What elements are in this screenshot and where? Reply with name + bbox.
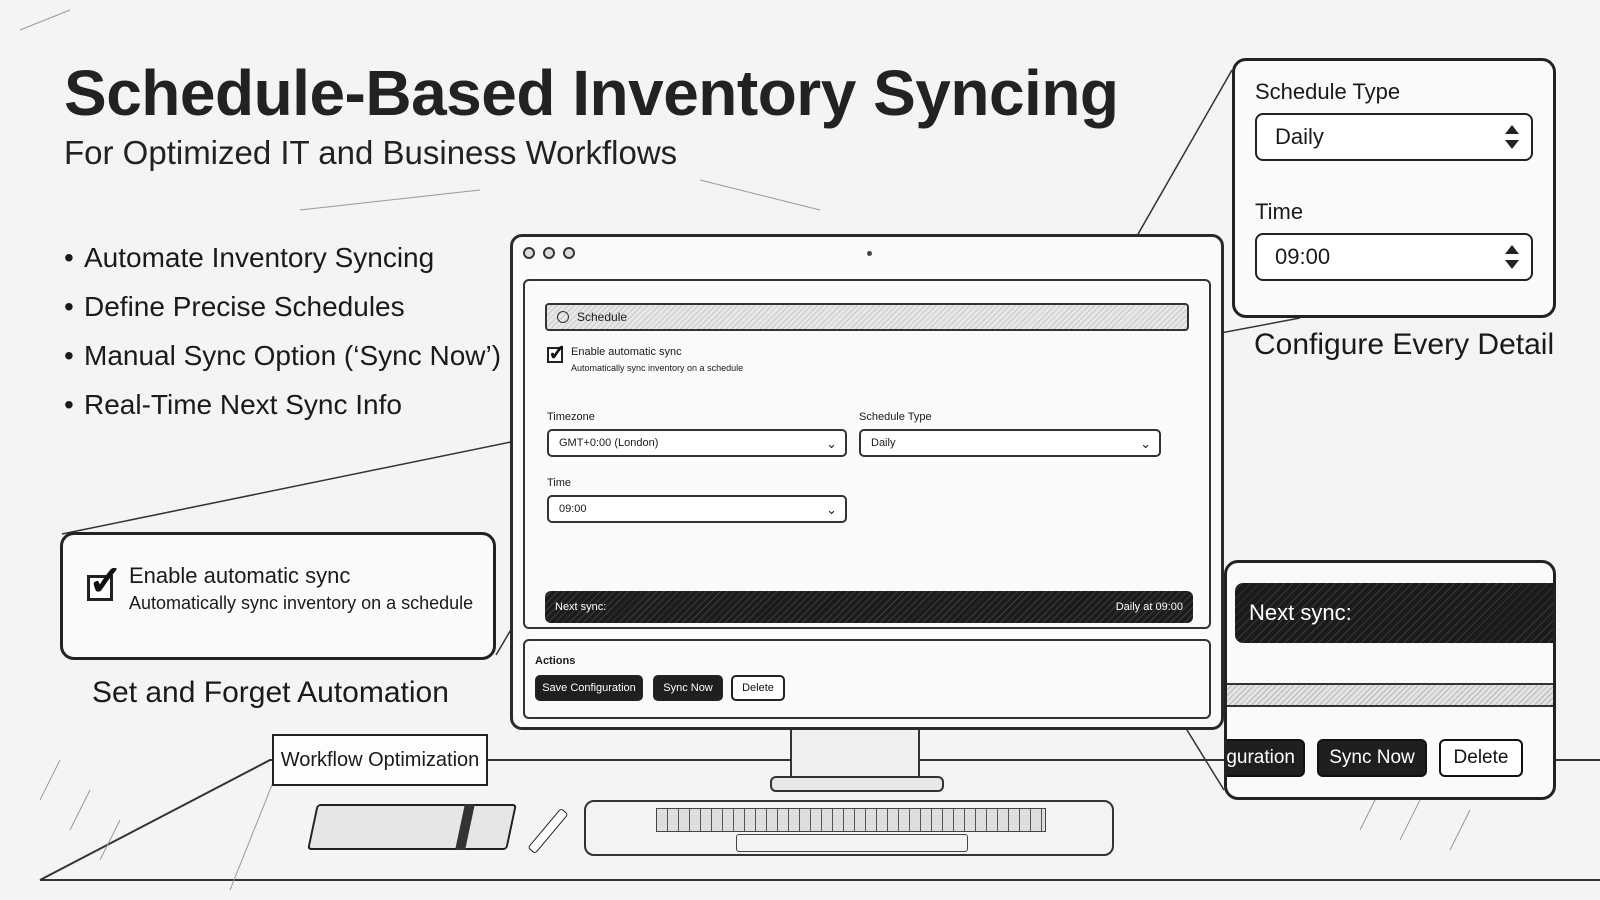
auto-sync-zoom-label: Enable automatic sync: [129, 563, 351, 588]
up-down-arrows-icon: [1505, 123, 1519, 151]
zoom-save-configuration-button[interactable]: guration: [1227, 739, 1305, 777]
window-maximize-dot[interactable]: [563, 247, 575, 259]
keyboard-keys: [656, 808, 1046, 832]
chevron-down-icon: ⌄: [826, 502, 837, 517]
zoom-time-select[interactable]: 09:00: [1255, 233, 1533, 281]
time-value: 09:00: [559, 503, 587, 515]
zoom-schedule-type-select[interactable]: Daily: [1255, 113, 1533, 161]
monitor-screen: Schedule Enable automatic sync Automatic…: [510, 234, 1224, 730]
timezone-label: Timezone: [547, 411, 595, 423]
auto-sync-checkbox[interactable]: [547, 340, 566, 366]
auto-sync-callout: Enable automatic sync Automatically sync…: [60, 532, 496, 660]
feature-item: Automate Inventory Syncing: [64, 240, 501, 289]
page-title: Schedule-Based Inventory Syncing: [64, 57, 1119, 129]
feature-item: Define Precise Schedules: [64, 289, 501, 338]
sync-now-button[interactable]: Sync Now: [653, 675, 723, 701]
schedule-panel: Schedule Enable automatic sync Automatic…: [523, 279, 1211, 629]
nameplate: Workflow Optimization: [272, 734, 488, 786]
chevron-down-icon: ⌄: [826, 436, 837, 451]
actions-zoom: Next sync: guration Sync Now Delete: [1224, 560, 1556, 800]
auto-sync-description: Automatically sync inventory on a schedu…: [571, 363, 744, 373]
set-and-forget-caption: Set and Forget Automation: [92, 676, 449, 709]
feature-item: Real-Time Next Sync Info: [64, 387, 501, 436]
trackpad: [736, 834, 968, 852]
actions-title: Actions: [535, 655, 576, 667]
keyboard: [584, 800, 1114, 856]
zoom-delete-button[interactable]: Delete: [1439, 739, 1523, 777]
next-sync-value: Daily at 09:00: [1115, 601, 1183, 613]
up-down-arrows-icon: [1505, 243, 1519, 271]
schedule-section-title: Schedule: [577, 310, 628, 324]
time-label: Time: [547, 477, 572, 489]
schedule-type-label: Schedule Type: [859, 411, 932, 423]
auto-sync-zoom-description: Automatically sync inventory on a schedu…: [129, 593, 474, 613]
delete-button[interactable]: Delete: [731, 675, 785, 701]
auto-sync-label: Enable automatic sync: [571, 346, 682, 358]
feature-item: Manual Sync Option (‘Sync Now’): [64, 338, 501, 387]
time-select[interactable]: 09:00 ⌄: [547, 495, 847, 523]
zoom-time-label: Time: [1255, 199, 1304, 224]
page-subtitle: For Optimized IT and Business Workflows: [64, 134, 678, 171]
zoom-next-sync-label: Next sync:: [1249, 600, 1352, 625]
monitor-base: [770, 776, 944, 792]
next-sync-label: Next sync:: [555, 601, 607, 613]
window-titlebar: [513, 237, 1221, 271]
save-configuration-button[interactable]: Save Configuration: [535, 675, 643, 701]
schedule-type-select[interactable]: Daily ⌄: [859, 429, 1161, 457]
window-close-dot[interactable]: [523, 247, 535, 259]
next-sync-bar: Next sync: Daily at 09:00: [545, 591, 1193, 623]
zoom-schedule-type-label: Schedule Type: [1255, 79, 1401, 104]
feature-list: Automate Inventory Syncing Define Precis…: [64, 240, 501, 436]
auto-sync-checkbox-zoom[interactable]: [87, 556, 123, 605]
notebook: [307, 804, 517, 850]
zoom-sync-now-button[interactable]: Sync Now: [1317, 739, 1427, 777]
webcam-icon: [867, 251, 872, 256]
zoom-schedule-type-value: Daily: [1275, 124, 1324, 149]
schedule-settings-zoom: Schedule Type Daily Time 09:00: [1232, 58, 1556, 318]
zoom-divider: [1227, 683, 1553, 707]
zoom-time-value: 09:00: [1275, 244, 1331, 269]
schedule-section-header: Schedule: [545, 303, 1189, 331]
chevron-down-icon: ⌄: [1140, 436, 1151, 451]
configure-caption: Configure Every Detail: [1254, 328, 1555, 361]
zoom-next-sync-bar: Next sync:: [1235, 583, 1553, 643]
window-minimize-dot[interactable]: [543, 247, 555, 259]
actions-panel: Actions Save Configuration Sync Now Dele…: [523, 639, 1211, 719]
clock-icon: [557, 311, 569, 323]
timezone-value: GMT+0:00 (London): [559, 437, 659, 449]
schedule-type-value: Daily: [871, 437, 896, 449]
timezone-select[interactable]: GMT+0:00 (London) ⌄: [547, 429, 847, 457]
